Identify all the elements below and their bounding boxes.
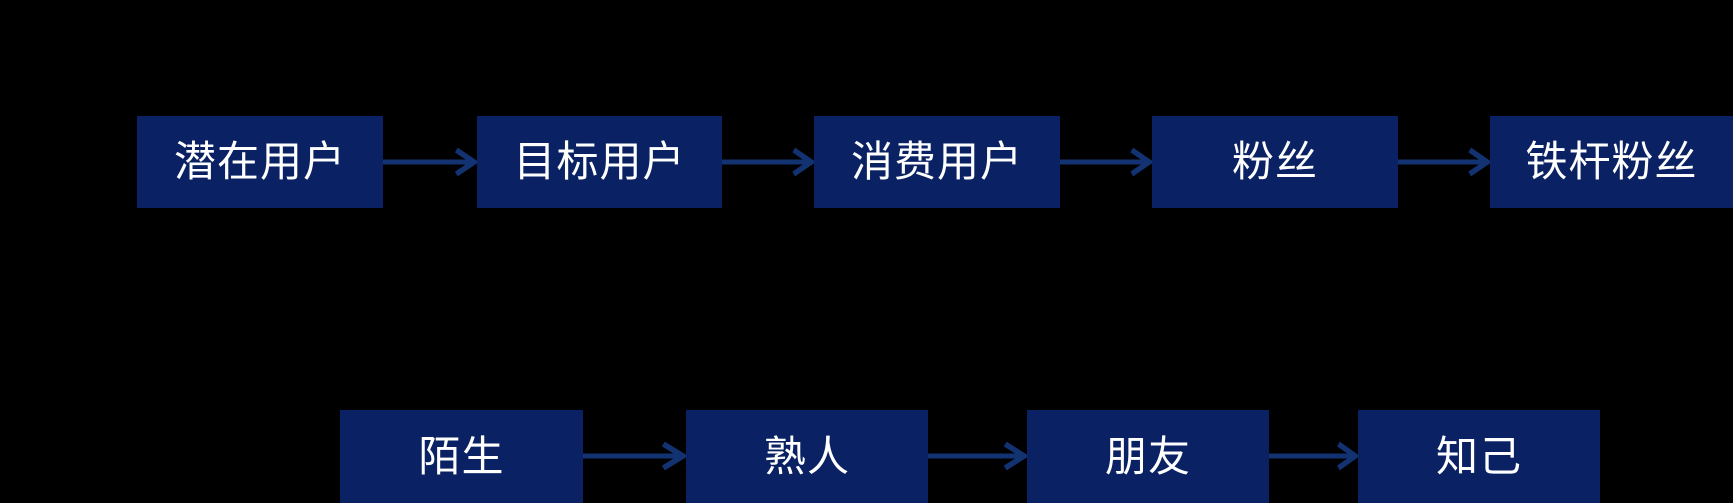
node-target-users: 目标用户 <box>477 116 722 208</box>
node-hardcore-fans: 铁杆粉丝 <box>1490 116 1733 208</box>
node-label: 潜在用户 <box>173 137 346 186</box>
node-label: 铁杆粉丝 <box>1525 137 1698 186</box>
node-friend: 朋友 <box>1027 410 1269 503</box>
node-label: 朋友 <box>1104 431 1191 481</box>
node-stranger: 陌生 <box>340 410 583 503</box>
arrow-right-icon <box>928 441 1027 471</box>
node-label: 粉丝 <box>1231 137 1318 186</box>
node-acquaintance: 熟人 <box>686 410 928 503</box>
arrow-right-icon <box>383 147 477 177</box>
node-consuming-users: 消费用户 <box>814 116 1060 208</box>
node-label: 熟人 <box>763 431 850 481</box>
node-confidant: 知己 <box>1358 410 1600 503</box>
node-label: 目标用户 <box>513 137 686 186</box>
node-label: 陌生 <box>418 431 505 481</box>
node-potential-users: 潜在用户 <box>137 116 383 208</box>
node-fans: 粉丝 <box>1152 116 1398 208</box>
arrow-right-icon <box>1269 441 1358 471</box>
arrow-right-icon <box>722 147 814 177</box>
arrow-right-icon <box>583 441 686 471</box>
node-label: 消费用户 <box>850 137 1023 186</box>
arrow-right-icon <box>1060 147 1152 177</box>
arrow-right-icon <box>1398 147 1490 177</box>
node-label: 知己 <box>1435 431 1522 481</box>
